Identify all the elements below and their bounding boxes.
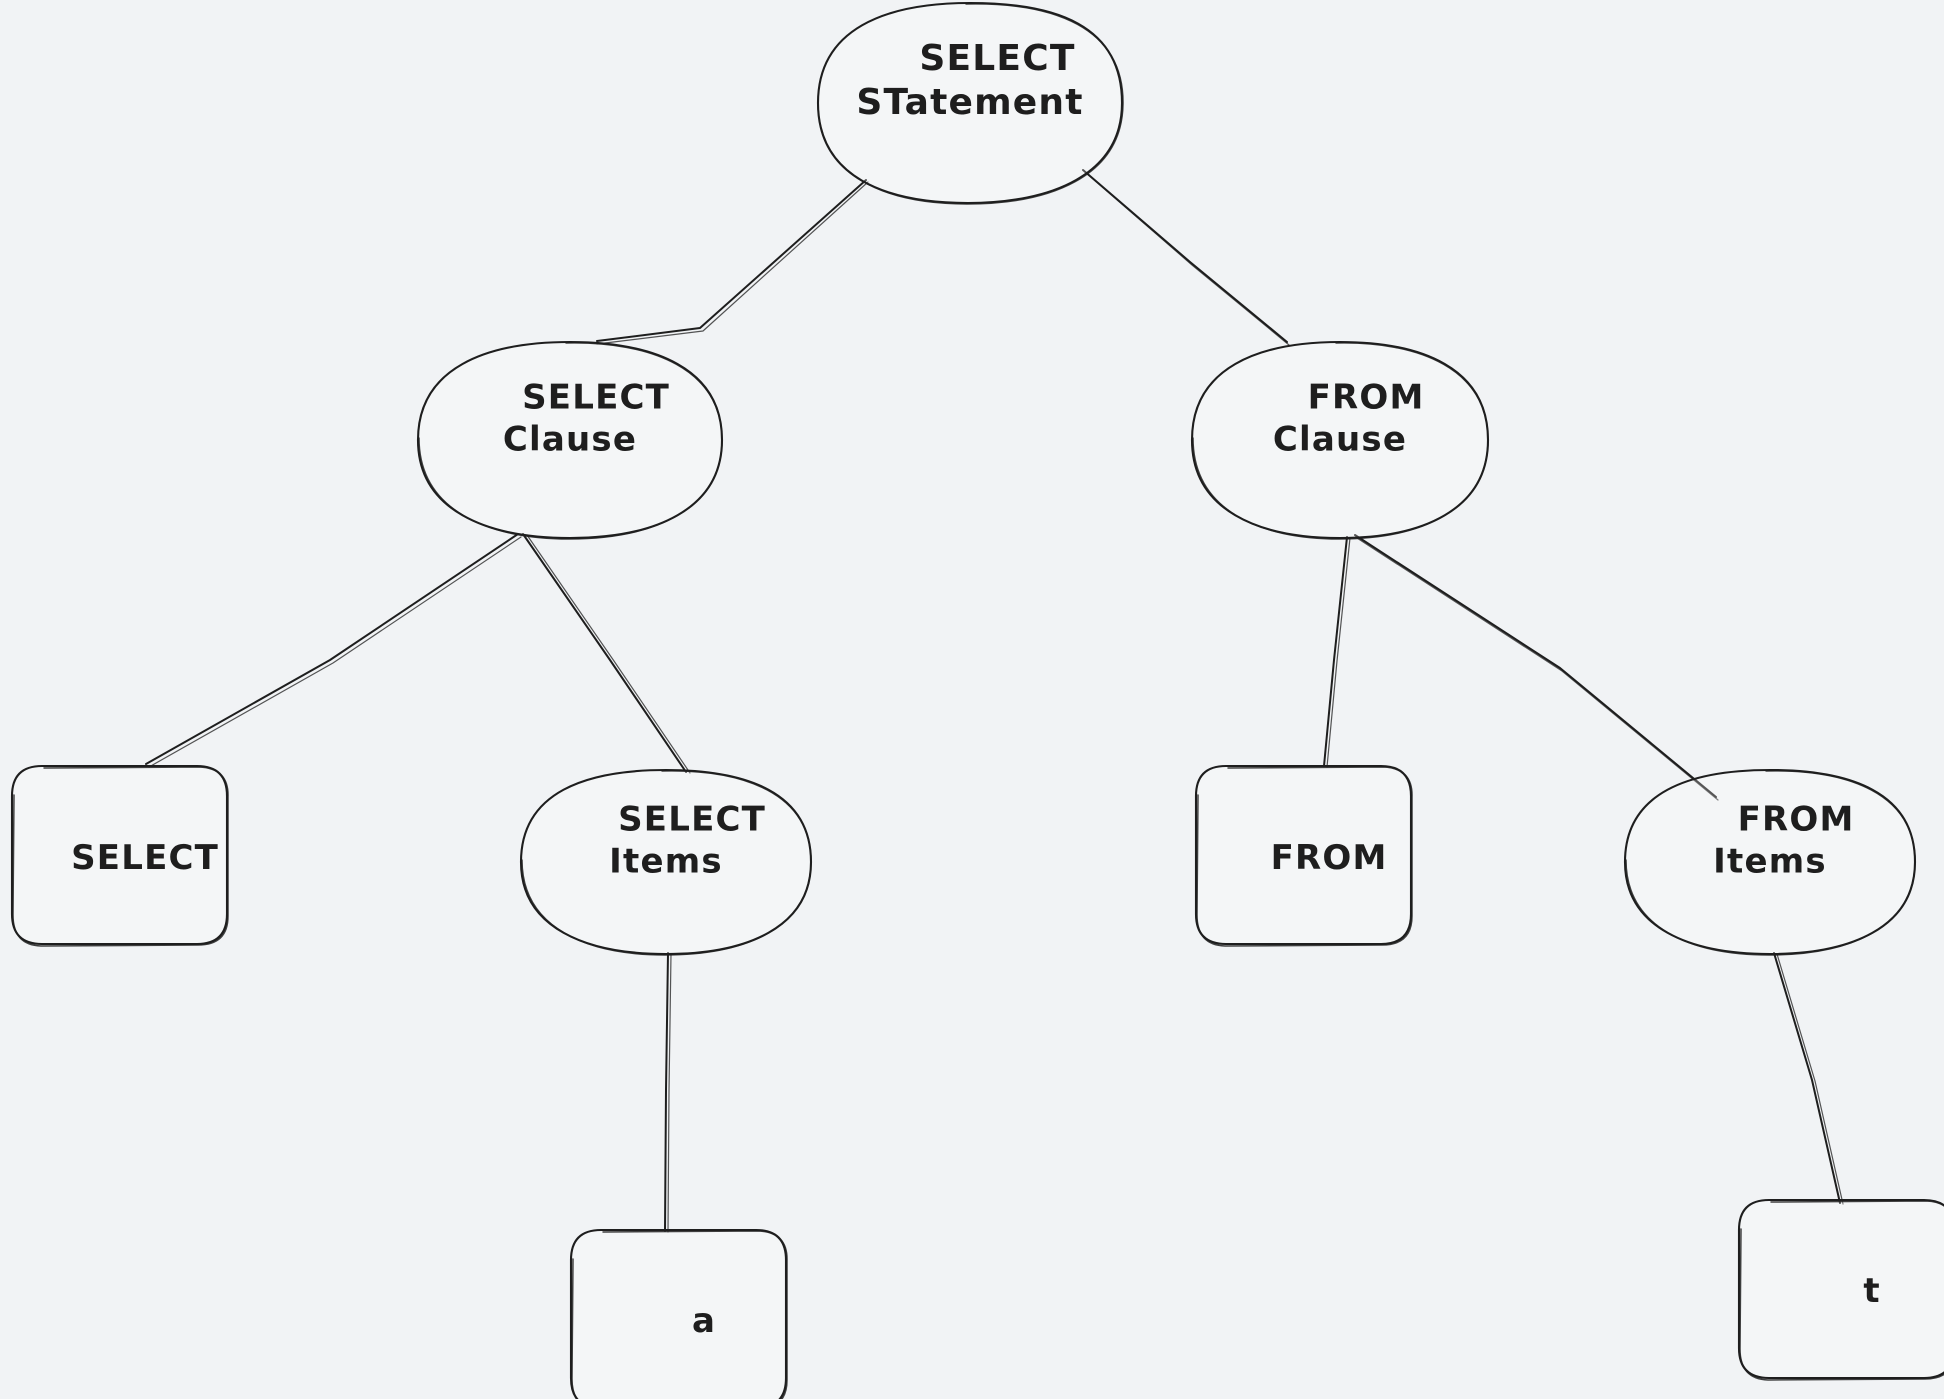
edge-group [145, 169, 1844, 1233]
node-a-terminal[interactable] [569, 1228, 788, 1399]
node-group [10, 1, 1944, 1399]
edge-from-items-to-t-terminal [1773, 952, 1844, 1205]
edge-select-statement-to-select-clause [596, 179, 869, 345]
node-select-clause[interactable] [416, 340, 724, 540]
edge-select-clause-to-select-terminal [145, 533, 522, 768]
node-from-clause[interactable] [1190, 340, 1490, 540]
edge-select-items-to-a-terminal [664, 952, 672, 1233]
node-select-items[interactable] [519, 768, 813, 956]
edge-from-clause-to-from-items [1354, 534, 1719, 801]
edge-select-statement-to-from-clause [1082, 169, 1290, 346]
edge-select-clause-to-select-items [522, 533, 691, 774]
node-from-terminal[interactable] [1194, 764, 1413, 947]
edge-from-clause-to-from-terminal [1323, 536, 1351, 768]
node-t-terminal[interactable] [1737, 1198, 1944, 1381]
node-select-statement[interactable] [816, 1, 1124, 205]
node-from-items[interactable] [1623, 768, 1917, 956]
node-select-terminal[interactable] [10, 764, 229, 947]
